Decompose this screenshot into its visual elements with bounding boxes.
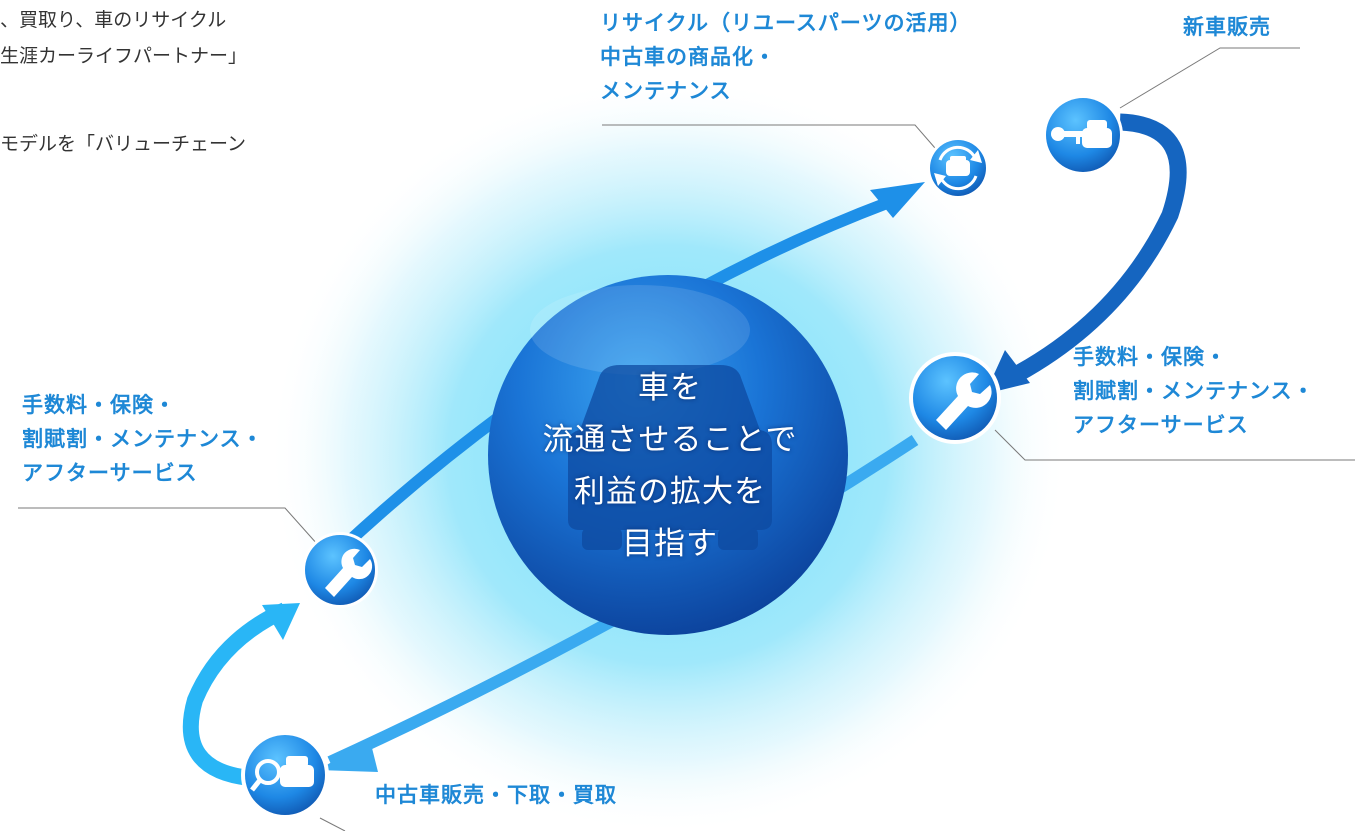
node-used-car	[241, 731, 329, 819]
label-service-left-line-1: 手数料・保険・	[22, 393, 176, 417]
car-key-icon	[1051, 120, 1112, 148]
connector-new-car	[1119, 47, 1300, 109]
arc-used-to-service-left	[182, 602, 289, 786]
connector-lines	[18, 47, 1355, 831]
arc-new-to-service	[1006, 113, 1187, 386]
car-silhouette-icon	[568, 365, 772, 550]
label-service-left-line-2: 割賦割・メンテナンス・	[22, 427, 264, 451]
center-line-1: 車を	[638, 370, 702, 406]
connector-used-car	[319, 817, 346, 831]
label-service-right-line-1: 手数料・保険・	[1073, 345, 1227, 369]
label-recycle: リサイクル（リユースパーツの活用） 中古車の商品化・ メンテナンス	[600, 6, 971, 108]
label-recycle-line-2: 中古車の商品化・	[600, 45, 776, 69]
center-message: 車を 流通させることで 利益の拡大を 目指す	[520, 362, 820, 570]
center-line-4: 目指す	[622, 526, 718, 562]
label-recycle-line-1: リサイクル（リユースパーツの活用）	[600, 11, 972, 35]
car-recycle-icon	[938, 145, 978, 191]
label-service-right-line-3: アフターサービス	[1073, 413, 1249, 437]
node-new-car	[1043, 95, 1123, 175]
arrowhead-to-recycle	[870, 182, 925, 218]
node-service-right	[909, 352, 1001, 444]
label-new-car: 新車販売	[1183, 10, 1271, 44]
label-used-car: 中古車販売・下取・買取	[375, 778, 617, 812]
label-service-left-line-3: アフターサービス	[22, 461, 198, 485]
wrench-icon	[325, 548, 373, 597]
wrench-icon	[936, 372, 992, 430]
car-search-icon	[250, 756, 314, 792]
center-line-2: 流通させることで	[542, 422, 798, 458]
intro-line-3: モデルを「バリューチェーン	[0, 133, 247, 155]
label-service-right-line-2: 割賦割・メンテナンス・	[1073, 379, 1315, 403]
label-new-car-line-1: 新車販売	[1183, 15, 1271, 39]
connector-recycle	[602, 124, 936, 149]
sphere-highlight	[530, 285, 750, 375]
connector-service-left	[18, 507, 319, 546]
node-recycle	[927, 137, 989, 199]
arrowhead-to-used-car	[318, 740, 378, 772]
node-service-left	[302, 532, 378, 608]
center-line-3: 利益の拡大を	[574, 474, 766, 510]
intro-line-1: 、買取り、車のリサイクル	[0, 9, 227, 31]
intro-line-2: 生涯カーライフパートナー」	[0, 45, 248, 67]
label-used-car-line-1: 中古車販売・下取・買取	[375, 783, 617, 807]
label-service-left: 手数料・保険・ 割賦割・メンテナンス・ アフターサービス	[22, 388, 264, 490]
label-recycle-line-3: メンテナンス	[600, 79, 732, 103]
connector-service-right	[994, 429, 1355, 461]
label-service-right: 手数料・保険・ 割賦割・メンテナンス・ アフターサービス	[1073, 340, 1315, 442]
arrowhead-to-service-left	[262, 603, 300, 640]
